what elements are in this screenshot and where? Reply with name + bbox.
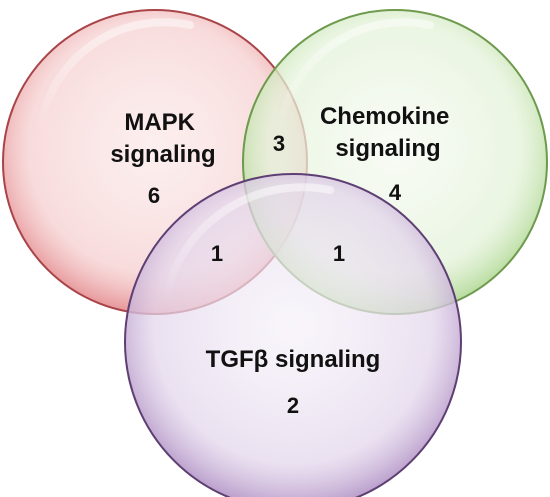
count-chemokine-only: 4 [389, 180, 402, 205]
set-circle-tgfb [124, 173, 462, 497]
count-mapk-chemokine: 3 [273, 131, 285, 156]
count-mapk-only: 6 [148, 183, 160, 208]
set-label-mapk-line-1: MAPK [124, 109, 195, 136]
set-label-tgfb: TGFβ signaling [206, 346, 381, 373]
set-label-chemokine-line-1: Chemokine [320, 103, 449, 130]
set-label-mapk-line-2: signaling [110, 141, 215, 168]
set-label-chemokine: Chemokine signaling [320, 103, 456, 162]
count-chemokine-tgfb: 1 [333, 241, 345, 266]
count-tgfb-only: 2 [287, 393, 299, 418]
set-label-mapk: MAPK signaling [110, 109, 215, 168]
set-label-chemokine-line-2: signaling [335, 135, 440, 162]
count-mapk-tgfb: 1 [211, 241, 223, 266]
